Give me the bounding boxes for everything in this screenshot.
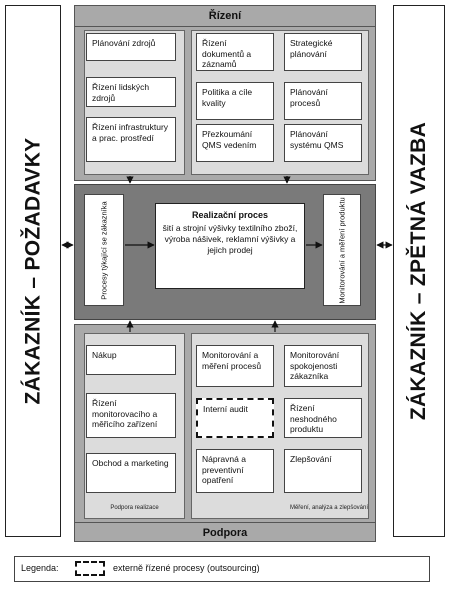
box-document-control: Řízení dokumentů a záznamů	[196, 33, 274, 71]
box-hr-management: Řízení lidských zdrojů	[86, 77, 176, 107]
realization-process-description: šití a strojní výšivky textilního zboží,…	[162, 222, 298, 255]
support-left-caption: Podpora realizace	[110, 505, 159, 511]
box-infrastructure-management: Řízení infrastruktury a prac. prostředí	[86, 117, 176, 162]
box-purchasing: Nákup	[86, 345, 176, 375]
support-title: Podpora	[74, 522, 376, 542]
box-nonconforming-product: Řízení neshodného produktu	[284, 398, 362, 438]
legend-text: externě řízené procesy (outsourcing)	[113, 563, 260, 573]
box-corrective-preventive: Nápravná a preventivní opatření	[196, 449, 274, 493]
box-process-planning: Plánování procesů	[284, 82, 362, 120]
box-management-review: Přezkoumání QMS vedením	[196, 124, 274, 162]
support-right-caption: Měření, analýza a zlepšování	[289, 505, 368, 511]
legend: Legenda: externě řízené procesy (outsour…	[14, 556, 430, 582]
box-quality-policy: Politika a cíle kvality	[196, 82, 274, 120]
box-improvement: Zlepšování	[284, 449, 362, 493]
legend-label: Legenda:	[21, 563, 59, 573]
customer-processes-box: Procesy týkající se zákazníka	[84, 194, 124, 306]
box-qms-planning: Plánování systému QMS	[284, 124, 362, 162]
product-monitoring-box: Monitorování a měření produktu	[323, 194, 361, 306]
box-internal-audit: Interní audit	[196, 398, 274, 438]
dashed-box-icon	[75, 561, 105, 576]
box-process-monitoring: Monitorování a měření procesů	[196, 345, 274, 387]
management-title: Řízení	[75, 6, 375, 27]
customer-requirements-bar: ZÁKAZNÍK – POŽADAVKY	[5, 5, 61, 537]
box-strategic-planning: Strategické plánování	[284, 33, 362, 71]
box-measuring-equipment: Řízení monitorovacího a měřicího zařízen…	[86, 393, 176, 438]
box-satisfaction-monitoring: Monitorování spokojenosti zákazníka	[284, 345, 362, 387]
box-resource-planning: Plánování zdrojů	[86, 33, 176, 61]
customer-feedback-bar: ZÁKAZNÍK – ZPĚTNÁ VAZBA	[393, 5, 445, 537]
realization-process-box: Realizační proces šití a strojní výšivky…	[155, 203, 305, 289]
realization-process-title: Realizační proces	[191, 210, 269, 220]
box-sales-marketing: Obchod a marketing	[86, 453, 176, 493]
